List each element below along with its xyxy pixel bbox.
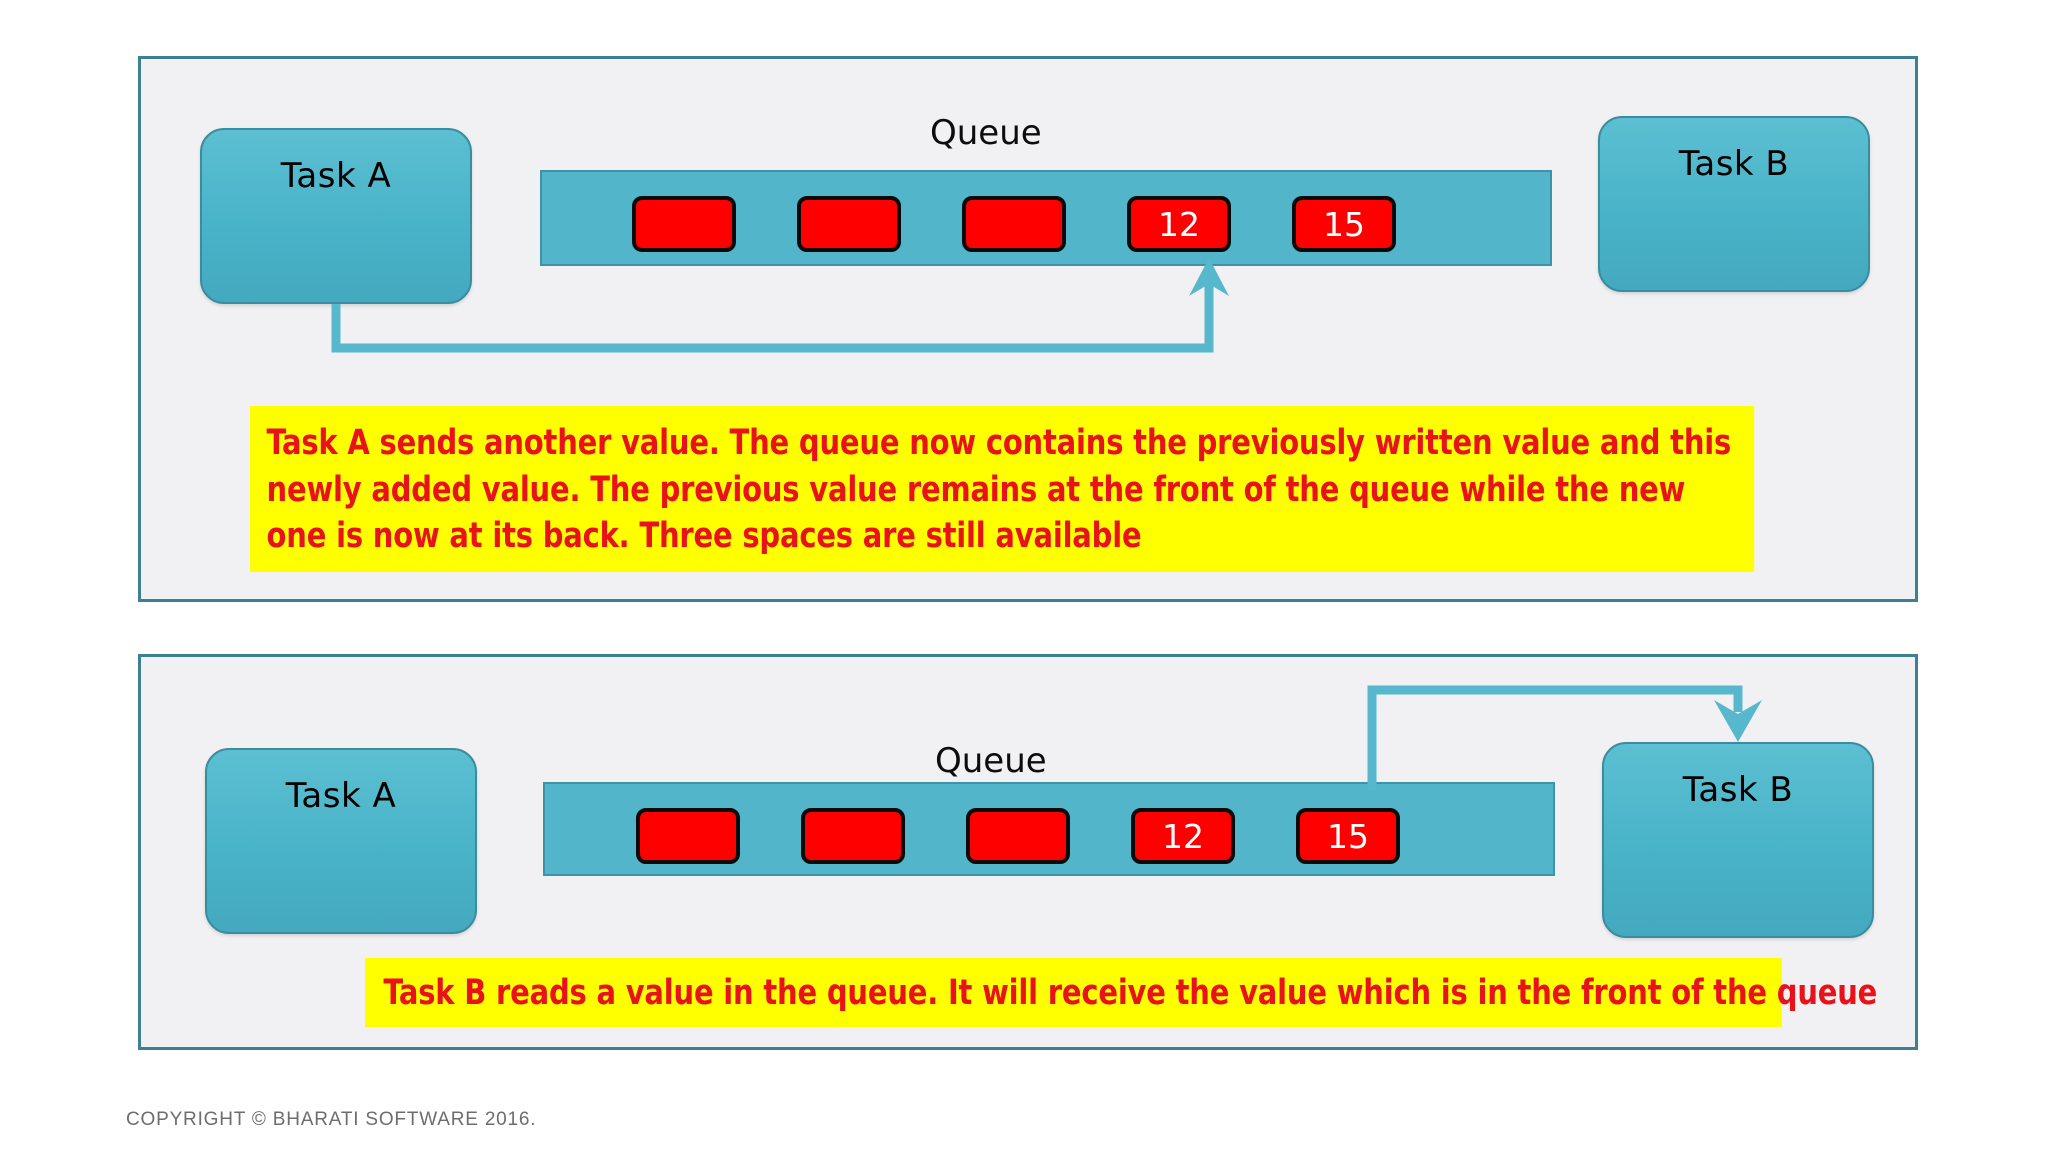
queue-cell-top-3[interactable]	[962, 196, 1066, 252]
task-a-label-bottom: Task A	[285, 776, 397, 816]
queue-cell-top-1[interactable]	[632, 196, 736, 252]
queue-cell-bottom-1[interactable]	[636, 808, 740, 864]
task-b-box-top[interactable]: Task B	[1598, 116, 1870, 292]
queue-cell-bottom-4[interactable]: 12	[1131, 808, 1235, 864]
copyright-footer: COPYRIGHT © BHARATI SOFTWARE 2016.	[126, 1109, 537, 1130]
queue-cell-bottom-3[interactable]	[966, 808, 1070, 864]
caption-bottom: Task B reads a value in the queue. It wi…	[365, 958, 1877, 1027]
task-b-box-bottom[interactable]: Task B	[1602, 742, 1874, 938]
task-a-box-bottom[interactable]: Task A	[205, 748, 477, 934]
queue-cell-top-2[interactable]	[797, 196, 901, 252]
queue-title-bottom: Queue	[935, 741, 1047, 781]
task-b-label-bottom: Task B	[1682, 770, 1794, 810]
caption-top: Task A sends another value. The queue no…	[250, 406, 1755, 572]
queue-cell-top-4[interactable]: 12	[1127, 196, 1231, 252]
queue-title-top: Queue	[930, 113, 1042, 153]
task-a-box-top[interactable]: Task A	[200, 128, 472, 304]
queue-cell-bottom-5[interactable]: 15	[1296, 808, 1400, 864]
queue-cell-top-5[interactable]: 15	[1292, 196, 1396, 252]
task-b-label-top: Task B	[1678, 144, 1790, 184]
task-a-label-top: Task A	[280, 156, 392, 196]
queue-cell-bottom-2[interactable]	[801, 808, 905, 864]
